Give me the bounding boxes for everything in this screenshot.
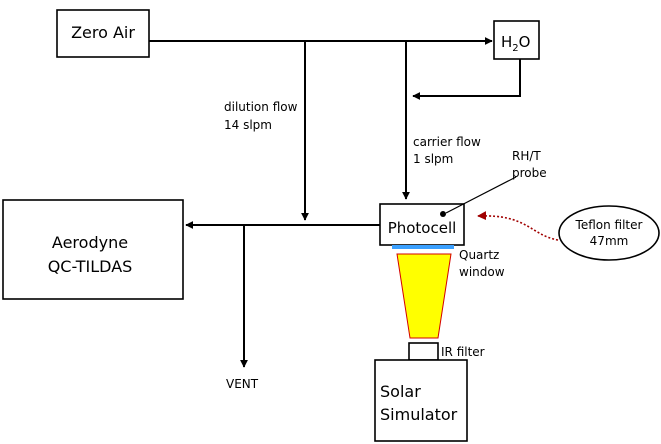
h2o-return-arrow [412,59,521,100]
h2o-subscript: 2 [512,43,518,54]
quartz-window [392,245,454,249]
rht-probe-dot [440,211,446,217]
carrier-flow-label-line2: 1 slpm [413,152,453,166]
rht-probe-label-line2: probe [512,166,547,180]
photocell-label: Photocell [388,219,457,237]
solar-label-line2: Simulator [380,405,458,424]
teflon-label-line1: Teflon filter [575,218,643,232]
ir-filter-label: IR filter [441,345,485,359]
teflon-label-line2: 47mm [590,234,629,248]
dilution-flow-label-line2: 14 slpm [224,118,272,132]
carrier-flow-label-line1: carrier flow [413,135,481,149]
ir-filter-box [408,342,439,361]
light-cone [396,253,452,339]
rht-probe-label-line1: RH/T [512,149,541,163]
aerodyne-label-line1: Aerodyne [52,233,128,252]
h2o-box: H2O [493,20,540,60]
aerodyne-label-line2: QC-TILDAS [48,257,133,276]
zero-air-box: Zero Air [56,9,150,58]
h2o-label: H2O [501,33,530,54]
teflon-filter-ellipse: Teflon filter 47mm [558,205,660,261]
vent-label: VENT [226,377,259,391]
aerodyne-box: Aerodyne QC-TILDAS [2,199,184,300]
h2o-main: H [501,33,512,51]
h2o-tail: O [519,33,531,51]
solar-simulator-box: Solar Simulator [374,359,468,442]
teflon-filter-dotted-arrow [477,211,559,241]
dilution-flow-label-line1: dilution flow [224,100,298,114]
solar-label-line1: Solar [380,382,421,401]
quartz-window-label-line2: window [459,265,505,279]
zero-air-label: Zero Air [71,23,135,42]
rht-probe-pointer [445,176,517,214]
quartz-window-label-line1: Quartz [459,248,499,262]
